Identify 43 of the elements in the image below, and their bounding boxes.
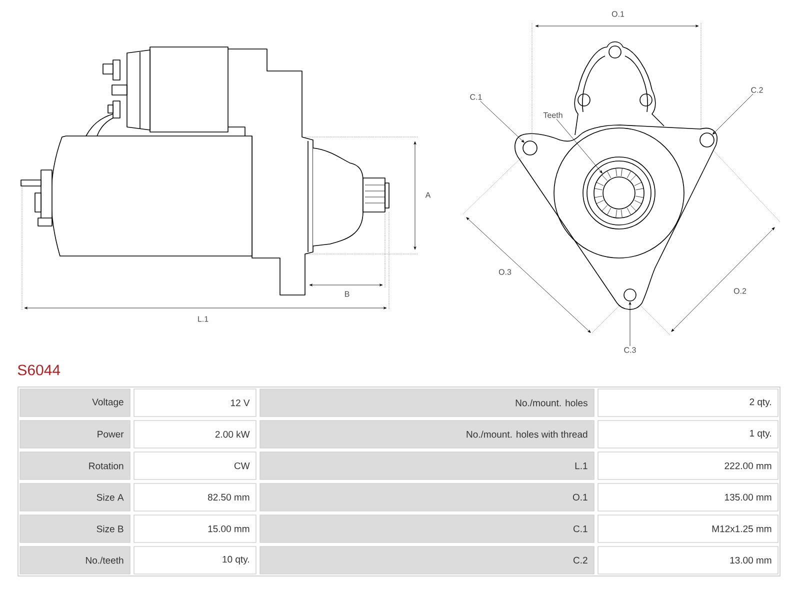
table-cell: 1 qty. — [598, 420, 778, 448]
table-header-cell: O.1 — [260, 483, 594, 512]
table-header-cell: Power — [20, 420, 130, 448]
table-cell: CW — [134, 452, 256, 480]
table-cell: 135.00 mm — [598, 483, 778, 512]
dimension-label: L.1 — [198, 316, 208, 322]
table-cell: 13.00 mm — [598, 546, 778, 574]
dimension-label: B — [345, 291, 350, 297]
table-cell: 12 V — [134, 388, 256, 417]
table-cell: 82.50 mm — [134, 483, 256, 512]
leader-line — [480, 100, 524, 143]
dimension-label: O.2 — [734, 288, 746, 294]
leader-line — [628, 302, 632, 346]
leader-line — [712, 94, 754, 135]
part-label: Teeth — [543, 112, 562, 118]
part-number: S6044 — [18, 364, 60, 376]
table-cell: 2 qty. — [598, 388, 778, 417]
pinion-gear — [594, 168, 644, 218]
dimension-label: O.1 — [612, 11, 624, 17]
leader-line — [556, 118, 602, 174]
bolt-hole — [624, 288, 636, 302]
table-header-cell: No./teeth — [20, 546, 130, 574]
table-cell: 10 qty. — [134, 546, 256, 574]
table-header-cell: No./mount. holes — [260, 388, 594, 417]
table-header-cell: Size B — [20, 514, 130, 543]
part-label: C.1 — [470, 94, 482, 100]
table-header-cell: Size A — [20, 483, 130, 512]
table-cell: 2.00 kW — [134, 420, 256, 448]
table-header-cell: C.2 — [260, 546, 594, 574]
part-label: C.2 — [751, 87, 763, 93]
dimension-label: A — [425, 192, 431, 198]
part-label: C.3 — [624, 347, 636, 353]
table-cell: 15.00 mm — [134, 514, 256, 543]
table-header-cell: L.1 — [260, 452, 594, 480]
bolt-hole — [700, 132, 714, 148]
dimension-label: O.3 — [498, 269, 512, 275]
table-header-cell: Voltage — [20, 388, 130, 417]
table-header-cell: Rotation — [20, 452, 130, 480]
table-header-cell: C.1 — [260, 514, 594, 543]
table-header-cell: No./mount. holes with thread — [260, 420, 594, 448]
table-cell: 222.00 mm — [598, 452, 778, 480]
bolt-hole — [522, 140, 538, 156]
table-cell: M12x1.25 mm — [598, 514, 778, 543]
